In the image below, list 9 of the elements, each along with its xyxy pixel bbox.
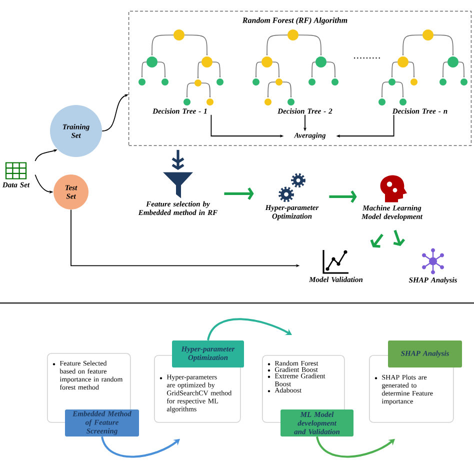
chevron-arrow (370, 234, 384, 248)
frame-title: Random Forest (RF) Algorithm (242, 17, 348, 25)
chevron-arrow (224, 187, 254, 200)
chevron-arrow (393, 230, 406, 246)
curved-arrow (207, 318, 292, 341)
chevron-arrow (329, 190, 357, 203)
curved-arrow (101, 436, 180, 458)
chevron-arrow (172, 150, 184, 170)
curved-arrow (316, 436, 395, 458)
